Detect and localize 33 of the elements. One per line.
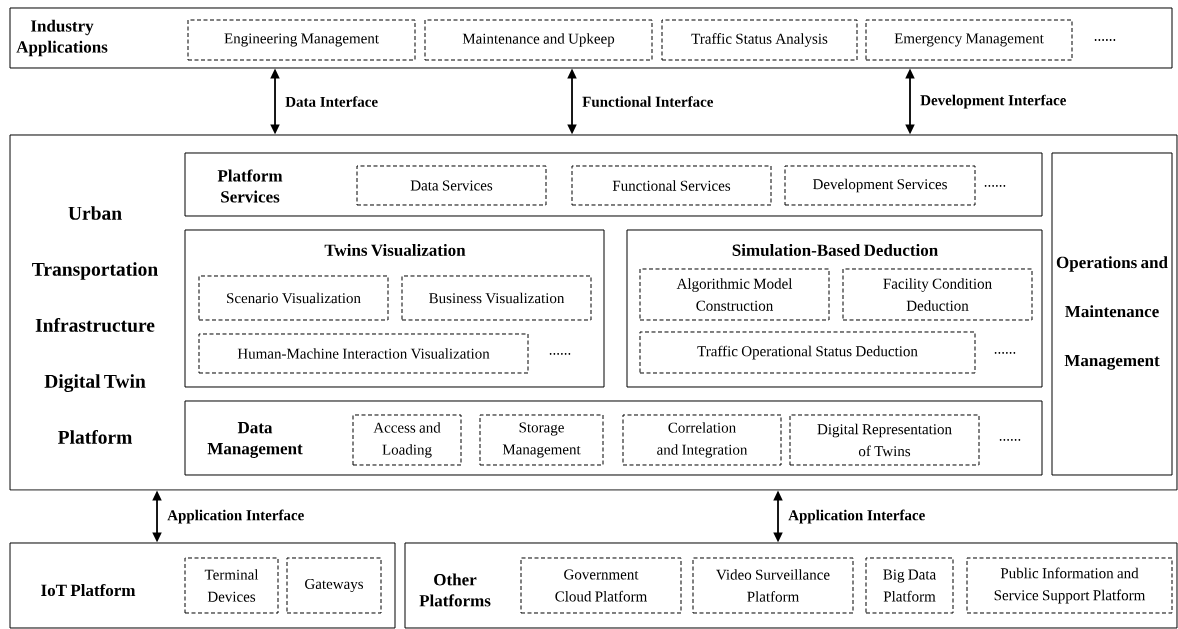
ellipsis: ......	[999, 439, 1021, 441]
item-box: Government Cloud Platform	[520, 557, 682, 614]
ellipsis: ......	[549, 353, 571, 355]
edge-label: Functional Interface	[582, 96, 714, 107]
item-box: Facility Condition Deduction	[842, 268, 1033, 321]
item-box: Engineering Management	[187, 19, 416, 61]
item-box: Data Services	[356, 165, 547, 206]
item-box: Correlation and Integration	[622, 414, 782, 466]
item-box: Development Services	[784, 165, 976, 206]
edge-label: Development Interface	[920, 94, 1066, 109]
item-box: Scenario Visualization	[198, 275, 389, 321]
item-box: Human-Machine Interaction Visualization	[198, 333, 529, 374]
edge-label: Data Interface	[285, 96, 378, 107]
item-box: Public Information and Service Support Platform	[966, 557, 1173, 614]
item-box: Gateways	[286, 557, 382, 614]
item-box: Video Surveillance Platform	[692, 557, 854, 614]
ellipsis: ......	[994, 352, 1016, 354]
item-box: Traffic Status Analysis	[661, 19, 858, 61]
item-box: Functional Services	[571, 165, 772, 206]
item-box: Traffic Operational Status Deduction	[639, 331, 976, 374]
item-box: Maintenance and Upkeep	[424, 19, 653, 61]
item-box: Business Visualization	[401, 275, 592, 321]
item-box: Big Data Platform	[865, 557, 954, 614]
edge-label: Application Interface	[167, 509, 304, 524]
item-box: Terminal Devices	[184, 557, 279, 614]
item-box: Algorithmic Model Construction	[639, 268, 830, 321]
item-box: Storage Management	[479, 414, 604, 466]
side-panel: Operations and Maintenance Management	[1051, 152, 1173, 476]
edge-label: Application Interface	[788, 509, 925, 524]
item-box: Digital Representation of Twins	[789, 414, 980, 466]
ellipsis: ......	[1094, 39, 1116, 41]
item-box: Emergency Management	[865, 19, 1073, 61]
item-box: Access and Loading	[352, 414, 462, 466]
